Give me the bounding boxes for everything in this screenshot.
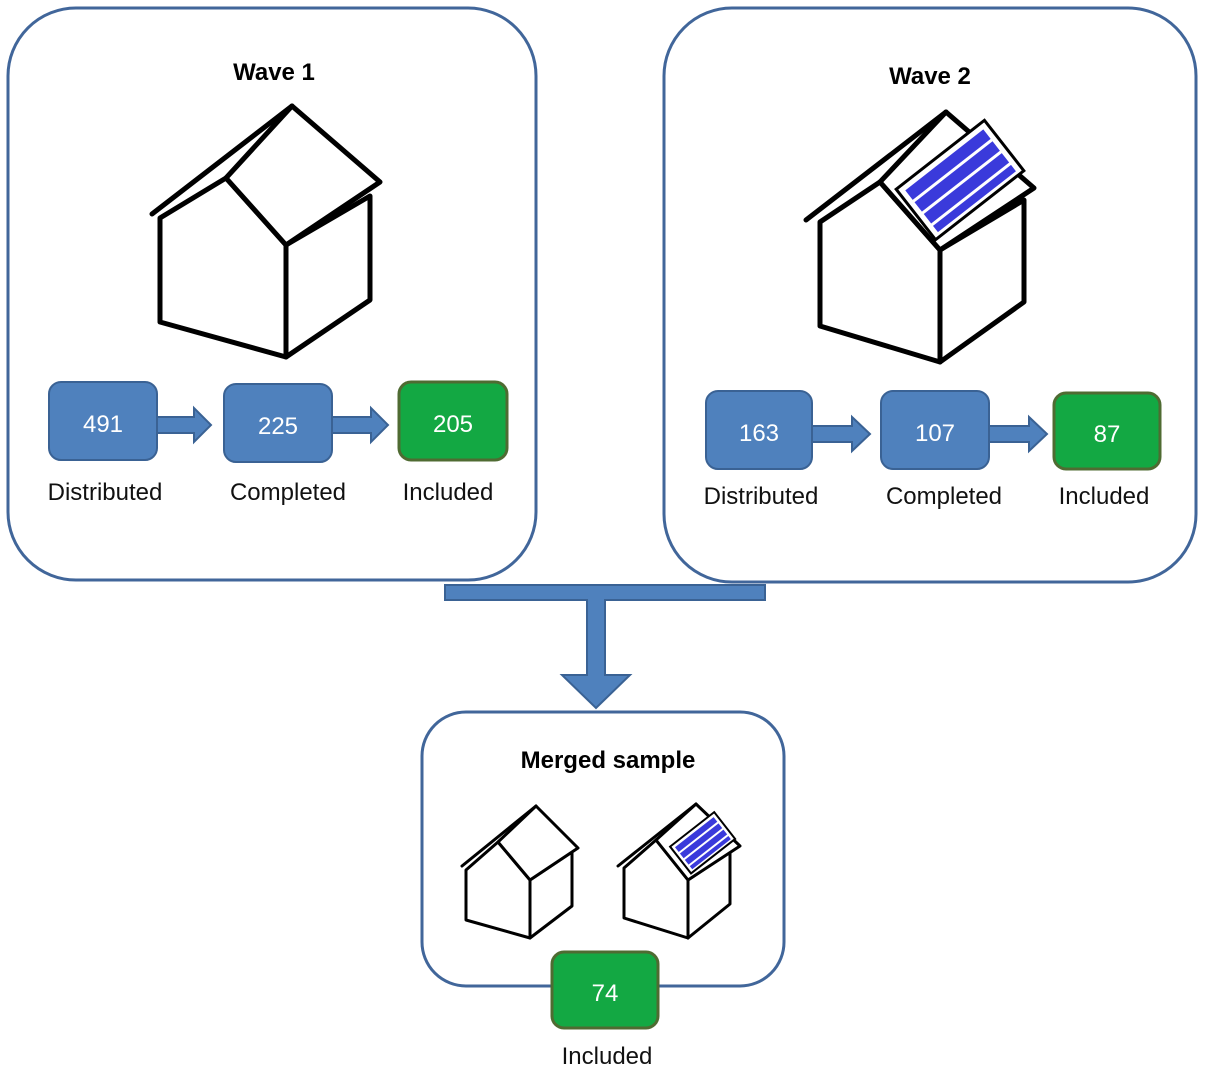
wave2-completed-stage: 107 Completed [880,390,1002,510]
wave1-included-stage: 205 Included [397,380,509,506]
merged-panel: Merged sample 74 Included [420,710,786,1070]
wave1-completed-label: Completed [230,479,346,506]
wave2-included-count: 87 [1094,421,1121,448]
wave2-title: Wave 2 [889,63,971,90]
wave1-panel: Wave 1 491 Distributed 225 Completed 205… [6,6,538,582]
wave2-distributed-count: 163 [739,420,779,447]
wave2-arrow-2 [988,414,1049,454]
wave1-completed-count: 225 [258,413,298,440]
wave2-arrow-1 [811,414,872,454]
merged-house-icon [460,804,580,940]
wave2-completed-count: 107 [915,420,955,447]
merged-solar-house-icon [616,802,742,940]
wave2-distributed-stage: 163 Distributed [704,390,819,510]
wave1-included-count: 205 [433,411,473,438]
wave2-panel: Wave 2 163 Distributed 107 Completed [662,6,1198,584]
wave2-included-stage: 87 Included [1052,391,1162,510]
wave2-included-label: Included [1059,483,1150,510]
solar-house-icon [803,109,1037,365]
merged-included-stage: 74 Included [550,950,660,1070]
wave1-included-label: Included [403,479,494,506]
wave1-completed-stage: 225 Completed [223,383,346,506]
wave2-completed-label: Completed [886,483,1002,510]
wave1-title: Wave 1 [233,59,315,86]
house-icon [149,103,383,360]
wave1-arrow-1 [156,405,213,445]
wave2-distributed-label: Distributed [704,483,819,510]
wave1-arrow-2 [331,405,390,445]
wave1-distributed-stage: 491 Distributed [48,381,163,506]
merge-connector [444,584,766,710]
merged-included-count: 74 [592,980,619,1007]
merged-title: Merged sample [521,747,696,774]
wave1-distributed-count: 491 [83,411,123,438]
wave1-distributed-label: Distributed [48,479,163,506]
merged-included-label: Included [562,1043,653,1070]
